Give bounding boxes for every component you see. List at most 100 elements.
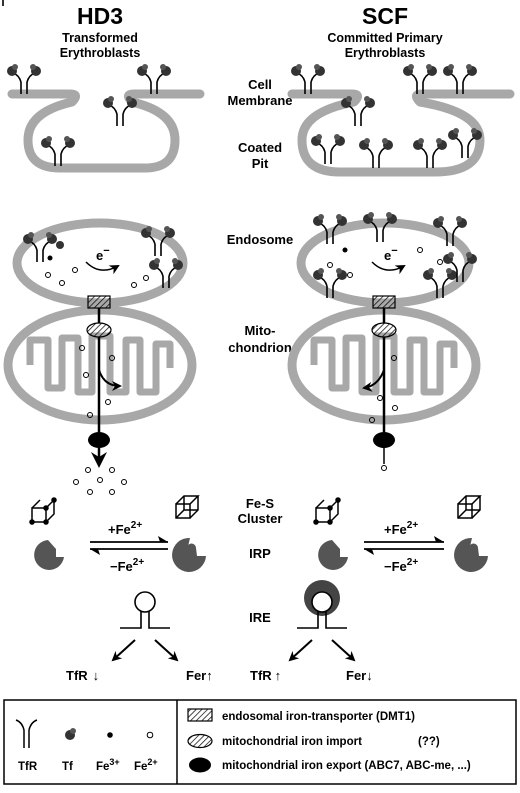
fe2-dot <box>72 267 78 273</box>
right-column-subtitle-1: Committed Primary <box>327 31 442 45</box>
minus-fe-label-right: −Fe2+ <box>384 557 418 574</box>
minus-fe-label-left: −Fe2+ <box>110 557 144 574</box>
fe2-dot <box>392 405 398 411</box>
ire-bound-irp-right <box>297 580 347 629</box>
right-column-subtitle-2: Erythroblasts <box>345 46 426 60</box>
label-mitochondrion-1: Mito- <box>244 323 275 338</box>
arrow-to-tfr-right <box>288 639 313 662</box>
fe2-dot <box>417 247 423 253</box>
tfr-output-left: TfR↓ <box>66 668 99 683</box>
legend-fe2-label: Fe2+ <box>134 757 158 773</box>
label-coated-pit-1: Coated <box>238 140 282 155</box>
arrow-to-tfr-left <box>111 639 136 662</box>
fe2-dot <box>369 417 375 423</box>
fes-cluster-open-icon <box>29 497 57 525</box>
label-cell-membrane-1: Cell <box>248 77 272 92</box>
fer-output-left: Fer↑ <box>186 668 213 683</box>
fe2-dot <box>105 399 111 405</box>
fe2-dot <box>437 259 443 265</box>
fe2-dot <box>87 412 93 418</box>
fes-cluster-closed-icon <box>175 495 200 519</box>
left-column-subtitle-2: Erythroblasts <box>60 46 141 60</box>
receptor-right-4 <box>310 133 346 165</box>
label-irp: IRP <box>249 546 271 561</box>
export-transporter-left <box>88 432 110 448</box>
label-cell-membrane-2: Membrane <box>227 93 292 108</box>
legend-export-label: mitochondrial iron export (ABC7, ABC-me,… <box>222 760 471 772</box>
right-cell-membrane <box>287 89 515 177</box>
fe2-dot <box>381 465 387 471</box>
label-endosome: Endosome <box>227 232 293 247</box>
fe2-dot <box>109 355 115 361</box>
legend-import-note: (??) <box>418 736 440 748</box>
label-mitochondrion-2: chondrion <box>228 340 292 355</box>
fe2-dot <box>327 262 333 268</box>
legend-box <box>3 699 517 785</box>
legend-dmt1-icon <box>187 708 213 722</box>
fes-cluster-open-icon <box>313 497 341 525</box>
fe2-dot <box>59 280 65 286</box>
receptor-left-3 <box>40 135 76 167</box>
fe2-dot <box>131 282 137 288</box>
left-column-subtitle-1: Transformed <box>62 31 138 45</box>
tfr-output-right: TfR↑ <box>250 668 281 683</box>
irp-apo-icon <box>34 540 64 570</box>
export-transporter-right <box>373 432 395 448</box>
label-ire: IRE <box>249 610 271 625</box>
import-transporter-right <box>371 322 397 338</box>
fes-branch-arrow-right <box>362 369 385 392</box>
equilibrium-arrows-left <box>90 536 168 555</box>
irp-apo-icon <box>318 540 348 570</box>
irp-holo-icon <box>172 537 206 572</box>
legend-dmt1-label: endosomal iron-transporter (DMT1) <box>222 711 415 723</box>
legend-tf-icon <box>65 728 76 740</box>
plus-fe-label-right: +Fe2+ <box>384 520 418 537</box>
exported-iron-pool-left <box>73 467 127 495</box>
legend-import-icon <box>187 733 213 749</box>
fe2-dot <box>79 345 85 351</box>
legend-tfr-icon <box>15 719 38 748</box>
label-fes-1: Fe-S <box>246 496 275 511</box>
transferrin-receptor-icon <box>2 0 4 6</box>
fer-output-right: Fer↓ <box>346 668 373 683</box>
reduction-label-left: e− <box>96 245 110 263</box>
plus-fe-label-left: +Fe2+ <box>108 520 142 537</box>
fe2-dot <box>143 275 149 281</box>
left-column-title: HD3 <box>77 3 123 29</box>
reduction-arrow-right <box>371 261 406 275</box>
label-coated-pit-2: Pit <box>252 156 269 171</box>
fe3-dot <box>342 247 348 253</box>
reduction-arrow-left <box>85 261 120 275</box>
tf-in-endosome <box>56 241 64 249</box>
arrow-to-fer-left <box>154 639 179 662</box>
reduction-label-right: e− <box>384 245 398 263</box>
fe2-dot <box>391 355 397 361</box>
legend-tf-label: Tf <box>62 761 73 773</box>
legend-export-icon <box>189 757 211 773</box>
fes-cluster-closed-icon <box>457 495 482 519</box>
legend-fe3-icon <box>107 732 113 738</box>
equilibrium-arrows-right <box>364 536 444 555</box>
fe3-dot <box>47 255 53 261</box>
dmt1-transporter-left <box>87 295 111 309</box>
legend-fe2-icon <box>146 731 154 739</box>
fes-branch-arrow-left <box>98 369 122 391</box>
legend-tfr-label: TfR <box>18 761 38 773</box>
fe2-dot <box>347 272 353 278</box>
legend-import-label: mitochondrial iron import <box>222 736 362 748</box>
fe2-dot <box>83 372 89 378</box>
fe2-dot <box>377 395 383 401</box>
dmt1-transporter-right <box>372 295 396 309</box>
receptor-left-4 <box>102 95 138 127</box>
fe2-dot <box>45 272 51 278</box>
arrow-to-fer-right <box>331 639 356 662</box>
label-fes-2: Cluster <box>238 511 283 526</box>
legend-fe3-label: Fe3+ <box>96 757 120 773</box>
receptor-right-5 <box>358 137 394 169</box>
import-transporter-left <box>86 322 112 338</box>
irp-holo-icon <box>454 537 488 572</box>
receptor-right-6 <box>412 137 448 169</box>
right-column-title: SCF <box>362 3 408 29</box>
